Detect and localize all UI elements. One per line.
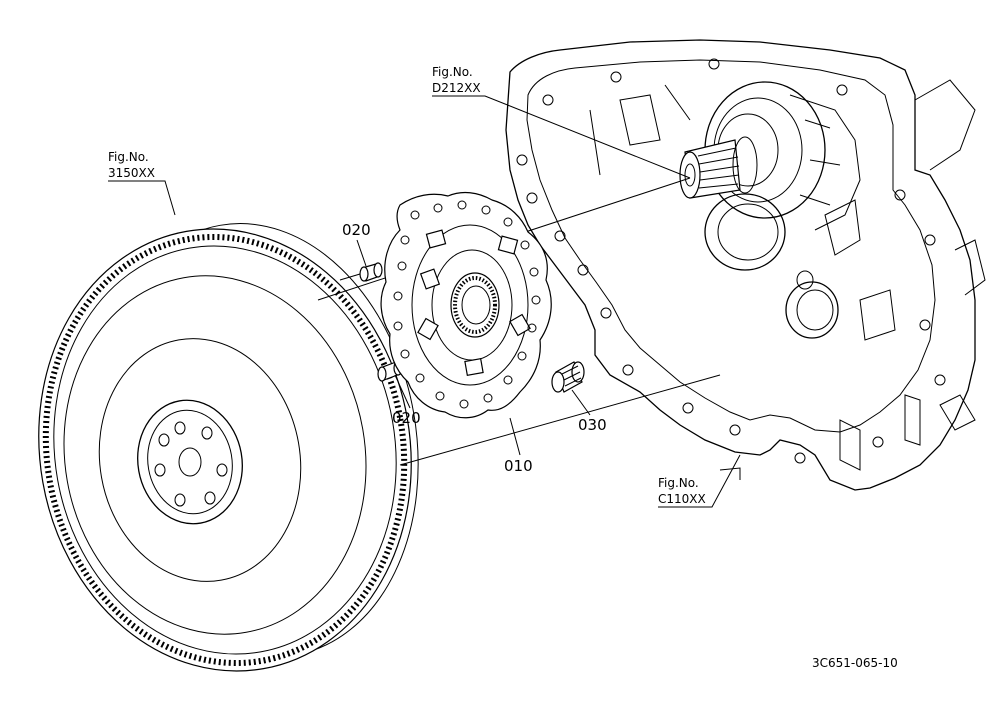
part-number-030: 030 — [578, 416, 607, 434]
figure-ref-D212XX: Fig.No. D212XX — [432, 65, 481, 95]
flywheel-hub-holes — [154, 421, 228, 507]
figure-ref-3150XX: Fig.No. 3150XX — [108, 150, 155, 180]
part-number-010: 010 — [504, 457, 533, 475]
figure-ref-number: D212XX — [432, 81, 481, 95]
clutch-disc — [380, 191, 552, 419]
figure-ref-label: Fig.No. — [432, 65, 473, 79]
part-number-020-lower: 020 — [392, 409, 421, 427]
transmission-housing — [505, 39, 986, 491]
flywheel — [38, 223, 419, 672]
figure-ref-number: 3150XX — [108, 166, 155, 180]
leader-lines — [108, 95, 741, 508]
drawing-code: 3C651-065-10 — [812, 656, 898, 670]
figure-ref-C110XX: Fig.No. C110XX — [658, 476, 706, 506]
lower-bore — [704, 193, 786, 271]
part-number-020-upper: 020 — [342, 221, 371, 239]
clutch-disc-holes — [393, 200, 541, 409]
housing-bolt-holes — [516, 58, 946, 464]
figure-ref-label: Fig.No. — [658, 476, 699, 490]
figure-ref-label: Fig.No. — [108, 150, 149, 164]
pin-upper — [359, 262, 383, 282]
damper-springs — [417, 229, 531, 376]
input-shaft — [679, 136, 758, 199]
side-bushing — [785, 270, 839, 339]
bolt — [551, 361, 585, 393]
figure-ref-number: C110XX — [658, 492, 706, 506]
